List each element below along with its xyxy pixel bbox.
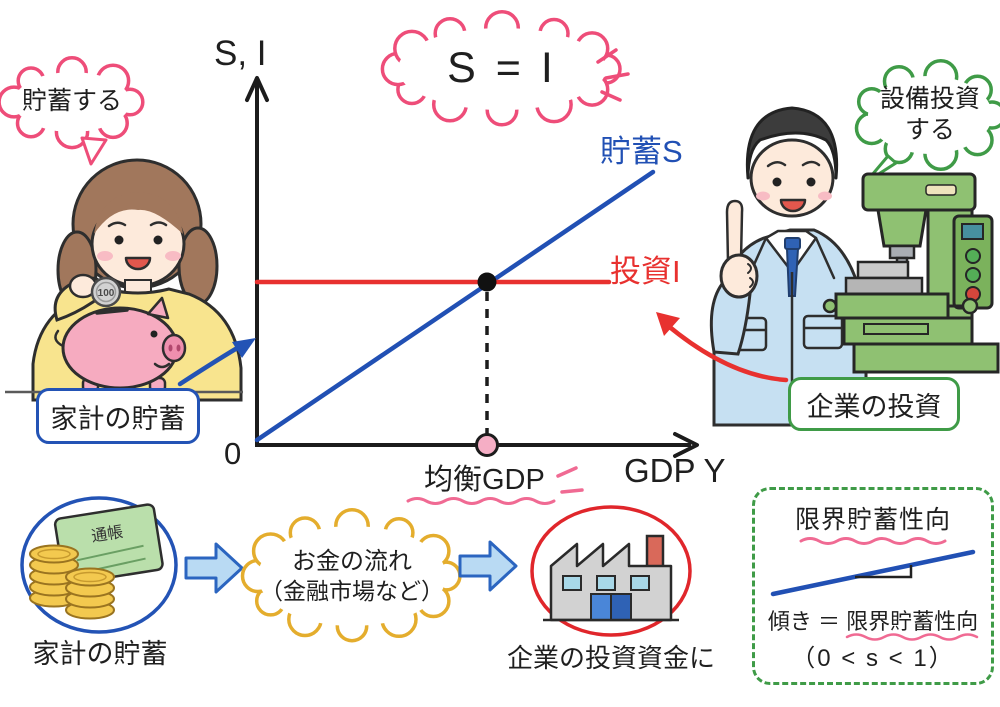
corporate-investment-label: 企業の投資	[788, 377, 960, 431]
passbook-text: 通帳	[90, 523, 124, 546]
coin-text: 100	[98, 288, 115, 299]
emphasis-marks	[556, 466, 584, 494]
control-panel	[952, 214, 994, 310]
cloud-outline	[0, 56, 145, 150]
wavy-underline	[406, 497, 556, 505]
mps-box: 限界貯蓄性向 傾き ＝ 限界貯蓄性向 （0 < s < 1）	[752, 487, 994, 685]
household-savings-circle: 通帳	[20, 496, 178, 634]
block-arrow-icon	[184, 542, 244, 594]
slope-formula: 傾き ＝ 限界貯蓄性向	[755, 604, 991, 636]
firm-speech-bubble: 設備投資 する	[854, 58, 1000, 172]
coin-stack-icon	[29, 544, 115, 620]
corporate-investment-label-text: 企業の投資	[806, 391, 942, 422]
origin-label: 0	[224, 436, 242, 471]
household-savings-label-text: 家計の貯蓄	[50, 403, 186, 434]
pointing-finger	[725, 199, 744, 264]
firm-speech-text-line2: する	[904, 116, 955, 144]
investment-line-label: 投資I	[610, 254, 681, 289]
flow-savings-label: 家計の貯蓄	[32, 639, 168, 669]
slope-formula-prefix: 傾き ＝	[767, 609, 840, 634]
curved-arrow-to-graph	[177, 338, 256, 387]
cloud-outline	[854, 58, 1000, 172]
wavy-underline	[845, 633, 979, 641]
hair	[745, 106, 839, 180]
man-illustration	[709, 106, 868, 427]
milling-machine-icon	[822, 172, 1000, 374]
piggy-bank-icon	[54, 296, 187, 398]
money-flow-line2: （金融市場など）	[260, 577, 444, 604]
speech-bubble-tail	[80, 136, 108, 166]
equilibrium-gdp-label: 均衡GDP	[424, 464, 545, 496]
savings-investment-graph	[245, 76, 699, 458]
mps-title: 限界貯蓄性向	[794, 506, 951, 534]
household-savings-label: 家計の貯蓄	[36, 388, 200, 444]
coin-slot	[95, 308, 129, 315]
money-flow-line1: お金の流れ	[292, 547, 412, 575]
equilibrium-gdp-point	[475, 433, 499, 457]
flow-investment-label: 企業の投資資金に	[506, 643, 715, 673]
savings-line-label: 貯蓄S	[600, 134, 683, 169]
x-axis-arrowhead	[673, 432, 699, 458]
factory-icon	[543, 534, 679, 622]
household-speech-text: 貯蓄する	[21, 87, 122, 116]
factory-circle	[530, 505, 692, 637]
wavy-underline	[799, 537, 947, 545]
slope-triangle	[855, 565, 913, 579]
firm-speech-text-line1: 設備投資	[879, 84, 980, 113]
cloud-outline	[240, 508, 462, 643]
curved-arrow-to-graph-red	[656, 312, 789, 383]
slope-diagram	[770, 549, 976, 597]
woman-illustration: 100	[5, 158, 243, 402]
block-arrow-icon	[458, 540, 518, 592]
mps-condition: （0 < s < 1）	[791, 645, 955, 672]
axis	[245, 76, 699, 458]
equation-text: S = I	[447, 44, 557, 93]
equilibrium-point	[477, 272, 497, 292]
equation-bubble: S = I	[380, 9, 622, 127]
cloud-outline	[380, 9, 622, 127]
y-axis-arrowhead	[245, 76, 269, 102]
slope-formula-term: 限界貯蓄性向	[846, 609, 979, 634]
y-axis-label: S, I	[214, 34, 267, 73]
emphasis-marks	[596, 48, 630, 102]
savings-line	[254, 169, 656, 443]
household-speech-bubble: 貯蓄する	[0, 56, 145, 150]
coin-icon: 100	[90, 276, 122, 308]
money-flow-cloud: お金の流れ （金融市場など）	[240, 508, 462, 643]
x-axis-label: GDP Y	[624, 452, 726, 489]
